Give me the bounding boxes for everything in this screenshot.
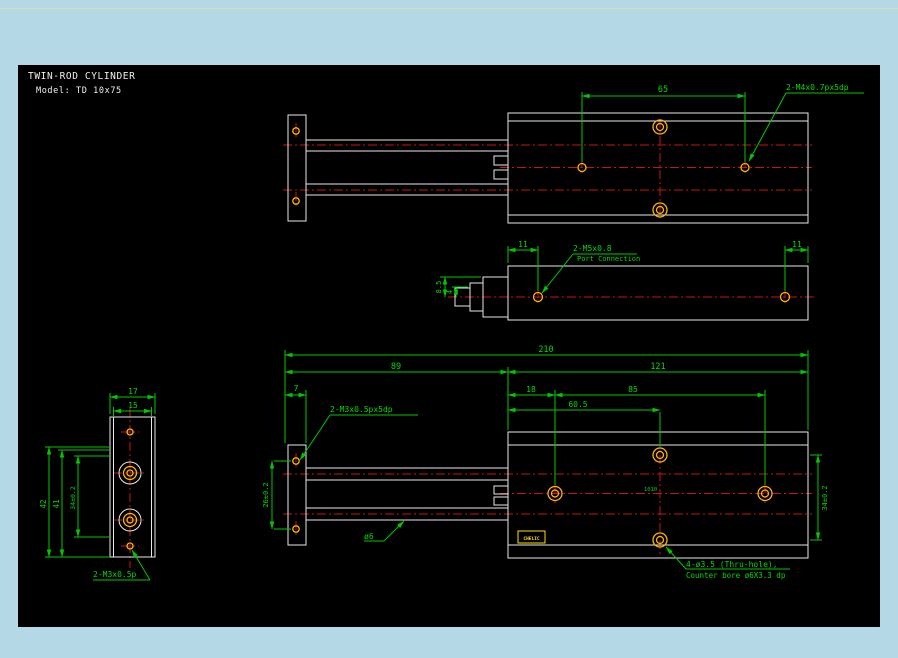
port-view-dimension-lines [440, 246, 809, 298]
window-separator-line [0, 8, 898, 9]
dim-7: 7 [294, 384, 299, 393]
dim-15: 15 [128, 401, 138, 410]
dim-85: 85 [628, 385, 638, 394]
dim-11-right: 11 [792, 240, 802, 249]
dim-121: 121 [650, 362, 665, 372]
dim-41: 41 [52, 499, 61, 508]
dim-26-tol: 26±0.2 [262, 482, 270, 507]
port-view-centerlines [448, 289, 814, 306]
dim-60-5: 60.5 [568, 400, 587, 409]
front-view-outline [287, 431, 809, 559]
dim-11-left: 11 [518, 240, 528, 249]
dim-34-tol-right: 34±0.2 [821, 485, 829, 510]
label-thru-hole-line1: 4-ø3.5 (Thru-hole), [686, 560, 778, 569]
label-port-connection: Port Connection [577, 255, 640, 263]
manufacturer-logo-box [517, 530, 546, 544]
cad-drawing-canvas: TWIN-ROD CYLINDER Model: TD 10x75 [18, 65, 880, 627]
dim-210: 210 [538, 345, 553, 355]
title-block: TWIN-ROD CYLINDER Model: TD 10x75 [28, 71, 135, 96]
dim-10-10: 1010 [644, 487, 657, 493]
top-view-outline [287, 112, 809, 224]
label-m4-tapped-holes: 2-M4x0.7px5dp [786, 83, 849, 92]
front-view-centerlines [283, 438, 812, 556]
dim-18: 18 [526, 385, 536, 394]
port-view: 11 11 2-M5x0.8 Port Connection 8.5 4 [435, 240, 814, 321]
label-m3-tapped-holes: 2-M3x0.5px5dp [330, 405, 393, 414]
end-view-dimension-lines [45, 393, 156, 581]
dim-42: 42 [39, 499, 48, 508]
label-rod-diameter: ø6 [364, 532, 374, 541]
front-view-dimension-lines [269, 350, 822, 570]
top-view: 65 2-M4x0.7px5dp [283, 83, 864, 224]
end-view-outline [109, 416, 156, 558]
label-port-thread: 2-M5x0.8 [573, 244, 612, 253]
top-view-dimension-lines [581, 92, 864, 162]
cad-drawing: TWIN-ROD CYLINDER Model: TD 10x75 [28, 71, 864, 581]
end-view: 17 15 42 41 34±0.2 2-M3x0.5p [39, 387, 156, 581]
end-view-holes [122, 428, 138, 550]
front-view-holes [292, 447, 773, 548]
manufacturer-logo-text: CHELIC [523, 536, 540, 542]
dim-8-5: 8.5 [435, 281, 443, 294]
label-thru-hole-line2: Counter bore ø6X3.3 dp [686, 571, 786, 580]
front-view: CHELIC [262, 345, 829, 580]
port-view-holes [532, 291, 791, 303]
port-view-outline [454, 265, 809, 321]
dim-89: 89 [391, 362, 401, 372]
end-view-centerlines [113, 408, 147, 568]
dim-65: 65 [658, 85, 668, 95]
label-m3-end-view: 2-M3x0.5p [93, 570, 137, 579]
top-view-centerlines [283, 119, 812, 218]
dim-17: 17 [128, 387, 138, 396]
top-view-holes [292, 119, 750, 218]
dim-4: 4 [446, 290, 454, 294]
drawing-model: Model: TD 10x75 [36, 86, 122, 96]
dim-34-tol-end: 34±0.2 [69, 486, 77, 510]
drawing-title: TWIN-ROD CYLINDER [28, 71, 135, 82]
